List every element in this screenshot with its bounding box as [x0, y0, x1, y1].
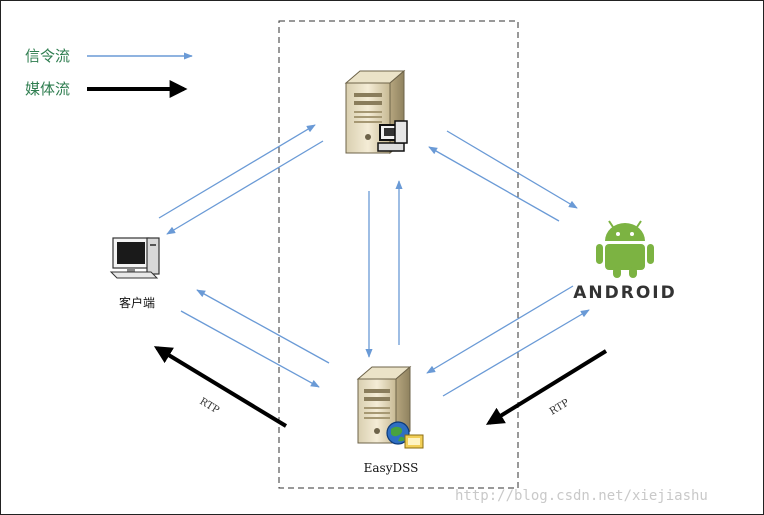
signal-arrow-client-to-easydss [180, 310, 320, 388]
client-pc-icon [109, 237, 160, 279]
easydss-server-icon [356, 365, 412, 445]
legend: 信令流 媒体流 [25, 47, 193, 98]
signal-server-icon [344, 69, 408, 155]
signal-arrow-signal-server-to-android [446, 130, 578, 209]
signal-arrow-android-to-signal-server [428, 146, 560, 222]
rtp-label-left: RTP [197, 396, 221, 416]
signal-arrows [158, 124, 590, 397]
media-arrow-easydss-to-client [153, 346, 288, 428]
android-robot-icon [596, 220, 654, 278]
signal-arrow-signal-server-to-client [166, 140, 324, 235]
legend-signal-label: 信令流 [25, 47, 70, 65]
rtp-label-right: RTP [548, 397, 572, 417]
legend-media-label: 媒体流 [25, 80, 70, 98]
globe-icon [386, 421, 410, 445]
signal-arrow-easydss-to-android [442, 309, 590, 397]
media-arrows [153, 346, 608, 428]
server-boundary [278, 20, 519, 489]
signal-arrow-easydss-to-client [196, 289, 330, 364]
easydss-label: EasyDSS [364, 461, 419, 475]
watermark-url: http://blog.csdn.net/xiejiashu [455, 488, 708, 504]
folder-icon [404, 434, 424, 449]
signal-arrow-android-to-easydss [426, 285, 574, 374]
signal-arrow-client-to-signal-server [158, 124, 316, 219]
client-label: 客户端 [119, 295, 155, 310]
android-wordmark: ANDROID [573, 283, 676, 303]
media-arrow-android-to-easydss [485, 349, 608, 425]
